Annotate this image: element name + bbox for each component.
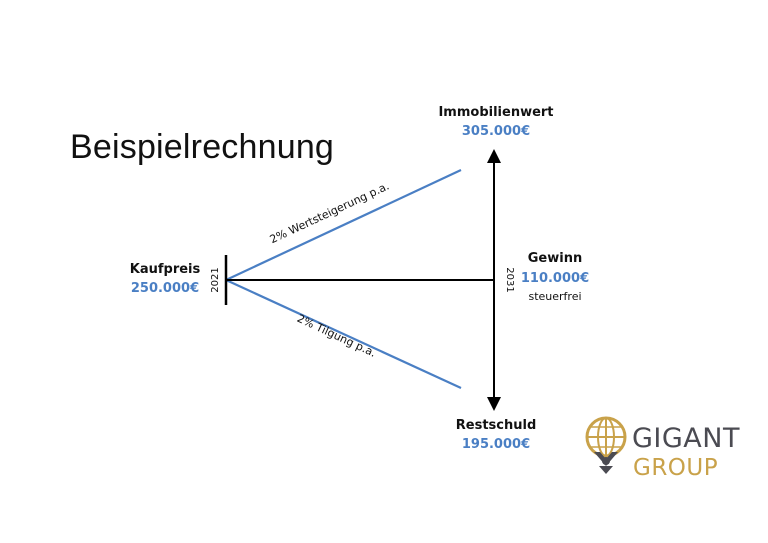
bottom-label: Restschuld — [456, 418, 537, 433]
gain-value: 110.000€ — [521, 271, 589, 286]
gain-label: Gewinn — [528, 251, 582, 266]
start-label: Kaufpreis — [130, 262, 201, 277]
bottom-value: 195.000€ — [462, 437, 530, 452]
upper-growth-line — [225, 169, 462, 281]
lower-repayment-line — [225, 279, 462, 389]
lower-line-label: 2% Tilgung p.a. — [295, 312, 378, 360]
logo-word-gigant: GIGANT — [632, 423, 740, 454]
top-label: Immobilienwert — [438, 105, 553, 120]
upper-line-label: 2% Wertsteigerung p.a. — [268, 179, 391, 246]
arrow-up-head — [487, 149, 501, 163]
start-value: 250.000€ — [131, 281, 199, 296]
top-value: 305.000€ — [462, 124, 530, 139]
gain-note: steuerfrei — [528, 290, 581, 303]
start-year-label: 2021 — [210, 267, 221, 292]
arrow-down-head — [487, 397, 501, 411]
slide-title: Beispielrechnung — [70, 128, 335, 166]
logo-word-group: GROUP — [633, 455, 718, 481]
end-year-label: 2031 — [504, 267, 515, 292]
gigant-group-logo: GIGANT GROUP — [585, 416, 740, 481]
globe-person-icon — [585, 416, 627, 474]
